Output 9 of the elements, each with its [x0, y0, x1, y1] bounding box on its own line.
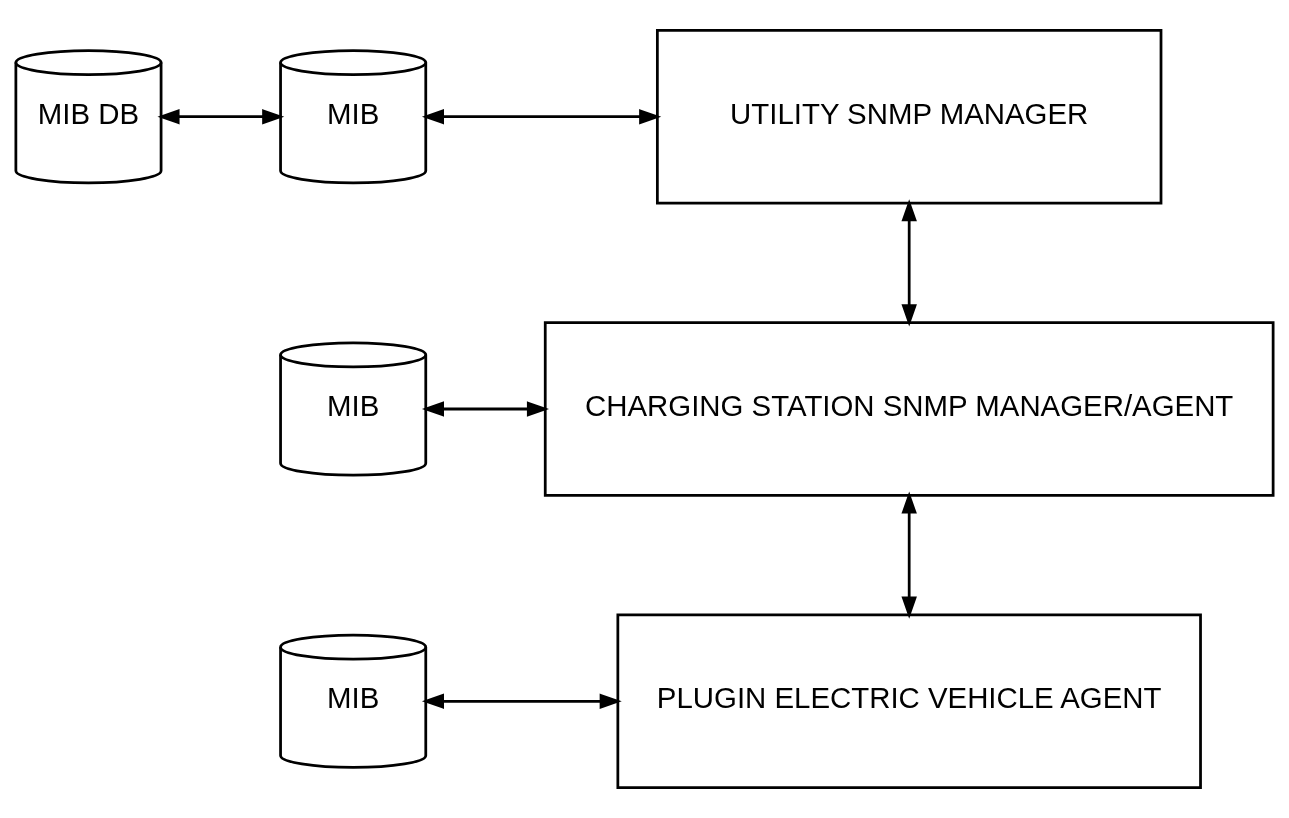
arrow [421, 401, 549, 417]
node-box: CHARGING STATION SNMP MANAGER/AGENT [543, 321, 1275, 497]
arrow [901, 491, 917, 619]
arrow [421, 693, 622, 709]
node-box: UTILITY SNMP MANAGER [656, 28, 1163, 205]
arrow [901, 199, 917, 327]
arrow [157, 109, 285, 125]
node-box: PLUGIN ELECTRIC VEHICLE AGENT [616, 613, 1202, 790]
arrow [421, 109, 662, 125]
